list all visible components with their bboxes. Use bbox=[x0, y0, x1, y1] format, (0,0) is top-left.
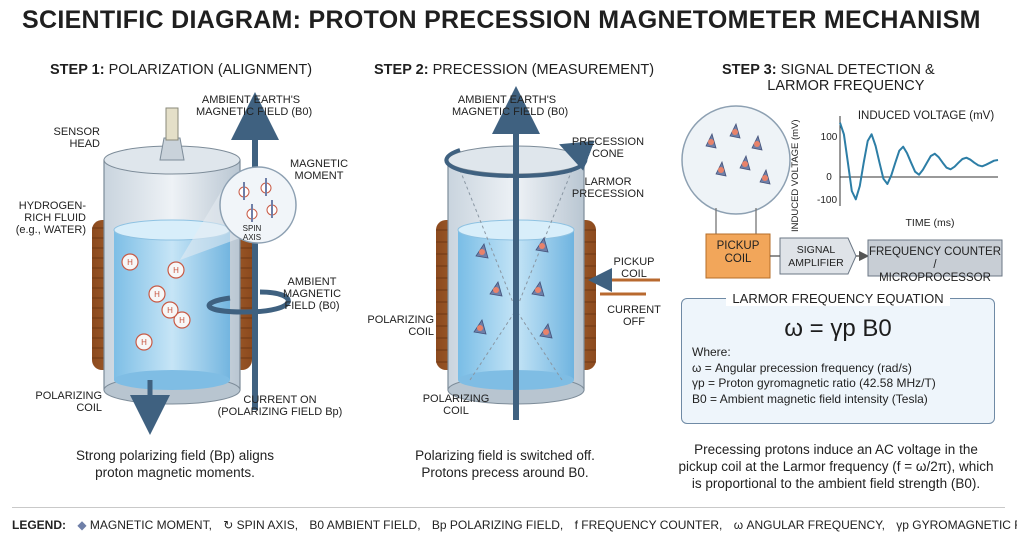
frequency-counter-box bbox=[867, 239, 1003, 277]
pickup-coil-box bbox=[705, 233, 771, 279]
equation-formula: ω = γp B0 bbox=[784, 315, 892, 342]
step2-heading: STEP 2: PRECESSION (MEASUREMENT) bbox=[374, 62, 655, 78]
larmor-equation-box: LARMOR FREQUENCY EQUATION ω = γp B0 Wher… bbox=[681, 291, 995, 424]
svg-text:H: H bbox=[141, 338, 147, 347]
equation-where: Where: ω = Angular precession frequency … bbox=[692, 345, 936, 406]
svg-text:H: H bbox=[173, 266, 179, 275]
label-current-on: CURRENT ON(POLARIZING FIELD Bp) bbox=[217, 394, 343, 418]
svg-text:H: H bbox=[179, 316, 185, 325]
frequency-counter-label: FREQUENCY COUNTER /MICROPROCESSOR bbox=[868, 246, 1002, 284]
chart-title: INDUCED VOLTAGE (mV) bbox=[857, 110, 995, 122]
legend-ambient-field: B0 AMBIENT FIELD, bbox=[309, 518, 421, 532]
induced-voltage-series bbox=[839, 122, 999, 201]
rotation-icon: ↻ bbox=[223, 518, 234, 532]
chart-ytick-100: 100 bbox=[820, 132, 838, 143]
legend-magnetic-moment: ◆ MAGNETIC MOMENT, bbox=[77, 518, 212, 532]
step3-diagram bbox=[681, 105, 1003, 279]
step3-heading: STEP 3: SIGNAL DETECTION & LARMOR FREQUE… bbox=[722, 62, 935, 94]
page-title: SCIENTIFIC DIAGRAM: PROTON PRECESSION MA… bbox=[22, 6, 981, 34]
chart-xlabel: TIME (ms) bbox=[905, 217, 955, 229]
legend-gyromagnetic-ratio: γp GYROMAGNETIC RATIO. bbox=[896, 518, 1017, 532]
legend-angular-frequency: ω ANGULAR FREQUENCY, bbox=[733, 518, 885, 532]
svg-text:H: H bbox=[154, 290, 160, 299]
label-hydrogen-fluid: HYDROGEN-RICH FLUID(e.g., WATER) bbox=[15, 200, 86, 236]
legend-frequency-counter: f FREQUENCY COUNTER, bbox=[574, 518, 723, 532]
waveform-line bbox=[839, 122, 999, 201]
step1-diagram: HHH HHH bbox=[92, 92, 297, 435]
moment-icon: ◆ bbox=[77, 518, 87, 532]
chart-ytick-neg100: -100 bbox=[816, 195, 837, 206]
svg-text:H: H bbox=[127, 258, 133, 267]
legend-spin-axis: ↻ SPIN AXIS, bbox=[223, 518, 299, 532]
legend: LEGEND: ◆ MAGNETIC MOMENT, ↻ SPIN AXIS, … bbox=[12, 518, 1017, 532]
step3-caption: Precessing protons induce an AC voltage … bbox=[678, 442, 994, 491]
step2-caption: Polarizing field is switched off.Protons… bbox=[415, 448, 595, 480]
equation-title: LARMOR FREQUENCY EQUATION bbox=[682, 291, 994, 306]
legend-polarizing-field: Bp POLARIZING FIELD, bbox=[431, 518, 564, 532]
chart-ylabel: INDUCED VOLTAGE (mV) bbox=[790, 119, 801, 232]
svg-text:H: H bbox=[167, 306, 173, 315]
step1-heading: STEP 1: POLARIZATION (ALIGNMENT) bbox=[50, 62, 313, 78]
step2-diagram bbox=[436, 86, 660, 420]
legend-divider bbox=[12, 507, 1005, 508]
chart-ytick-0: 0 bbox=[826, 172, 832, 183]
